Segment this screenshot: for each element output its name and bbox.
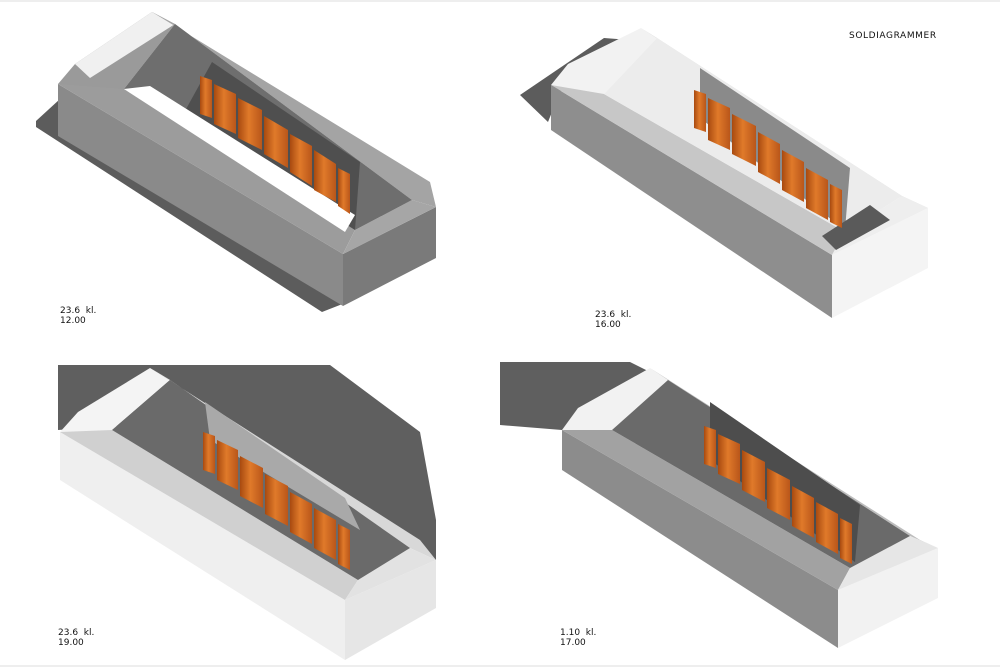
diagram-panel-1700 (500, 362, 938, 648)
roof-rim-right (838, 536, 938, 590)
panel-caption-4: 1.10 kl. 17.00 (560, 628, 596, 648)
caption-date: 23.6 kl. (58, 628, 95, 638)
caption-time: 17.00 (560, 638, 586, 648)
solar-panel-row (200, 76, 350, 214)
solar-panel-row (203, 432, 350, 570)
end-wall-right (832, 208, 928, 318)
bottom-rule (0, 665, 1000, 667)
end-wall-right (343, 207, 436, 306)
inner-lit-wall (205, 402, 360, 530)
roof-rim-left (60, 368, 170, 435)
end-wall-right (345, 560, 436, 660)
solar-panel-row (694, 90, 842, 228)
solar-panel-row (704, 426, 852, 564)
caption-time: 16.00 (595, 320, 621, 330)
caption-time: 19.00 (58, 638, 84, 648)
roof-rim-right (345, 548, 436, 600)
front-wall (551, 85, 832, 318)
front-wall (60, 432, 345, 660)
roof-rim-back (152, 12, 436, 207)
courtyard-floor-lit (124, 86, 355, 232)
sheet-title: SOLDIAGRAMMER (849, 31, 937, 41)
caption-time: 12.00 (60, 316, 86, 326)
caption-date: 23.6 kl. (60, 306, 97, 316)
panel-caption-2: 23.6 kl. 16.00 (595, 310, 631, 330)
front-wall (562, 430, 838, 648)
front-wall (58, 84, 343, 306)
diagram-panel-1200 (36, 12, 436, 312)
roof-rim-front (562, 430, 850, 590)
diagram-panel-1900 (58, 365, 436, 660)
cast-shadow (500, 362, 650, 430)
panel-caption-3: 23.6 kl. 19.00 (58, 628, 94, 648)
roof-rim-left (551, 28, 657, 96)
panel-caption-1: 23.6 kl. 12.00 (60, 306, 96, 326)
end-wall-right (838, 548, 938, 648)
roof-rim-front (58, 84, 355, 254)
roof-rim-front (60, 430, 358, 600)
roof-rim-front (551, 85, 845, 255)
caption-date: 23.6 kl. (595, 310, 632, 320)
diagram-panel-1600 (520, 28, 928, 318)
roof-rim-left (562, 368, 668, 432)
top-rule (0, 0, 1000, 2)
roof-rim-left-lit (75, 12, 175, 78)
roof-rim-right (343, 200, 436, 254)
courtyard-floor-shadow (822, 205, 890, 250)
caption-date: 1.10 kl. (560, 628, 597, 638)
